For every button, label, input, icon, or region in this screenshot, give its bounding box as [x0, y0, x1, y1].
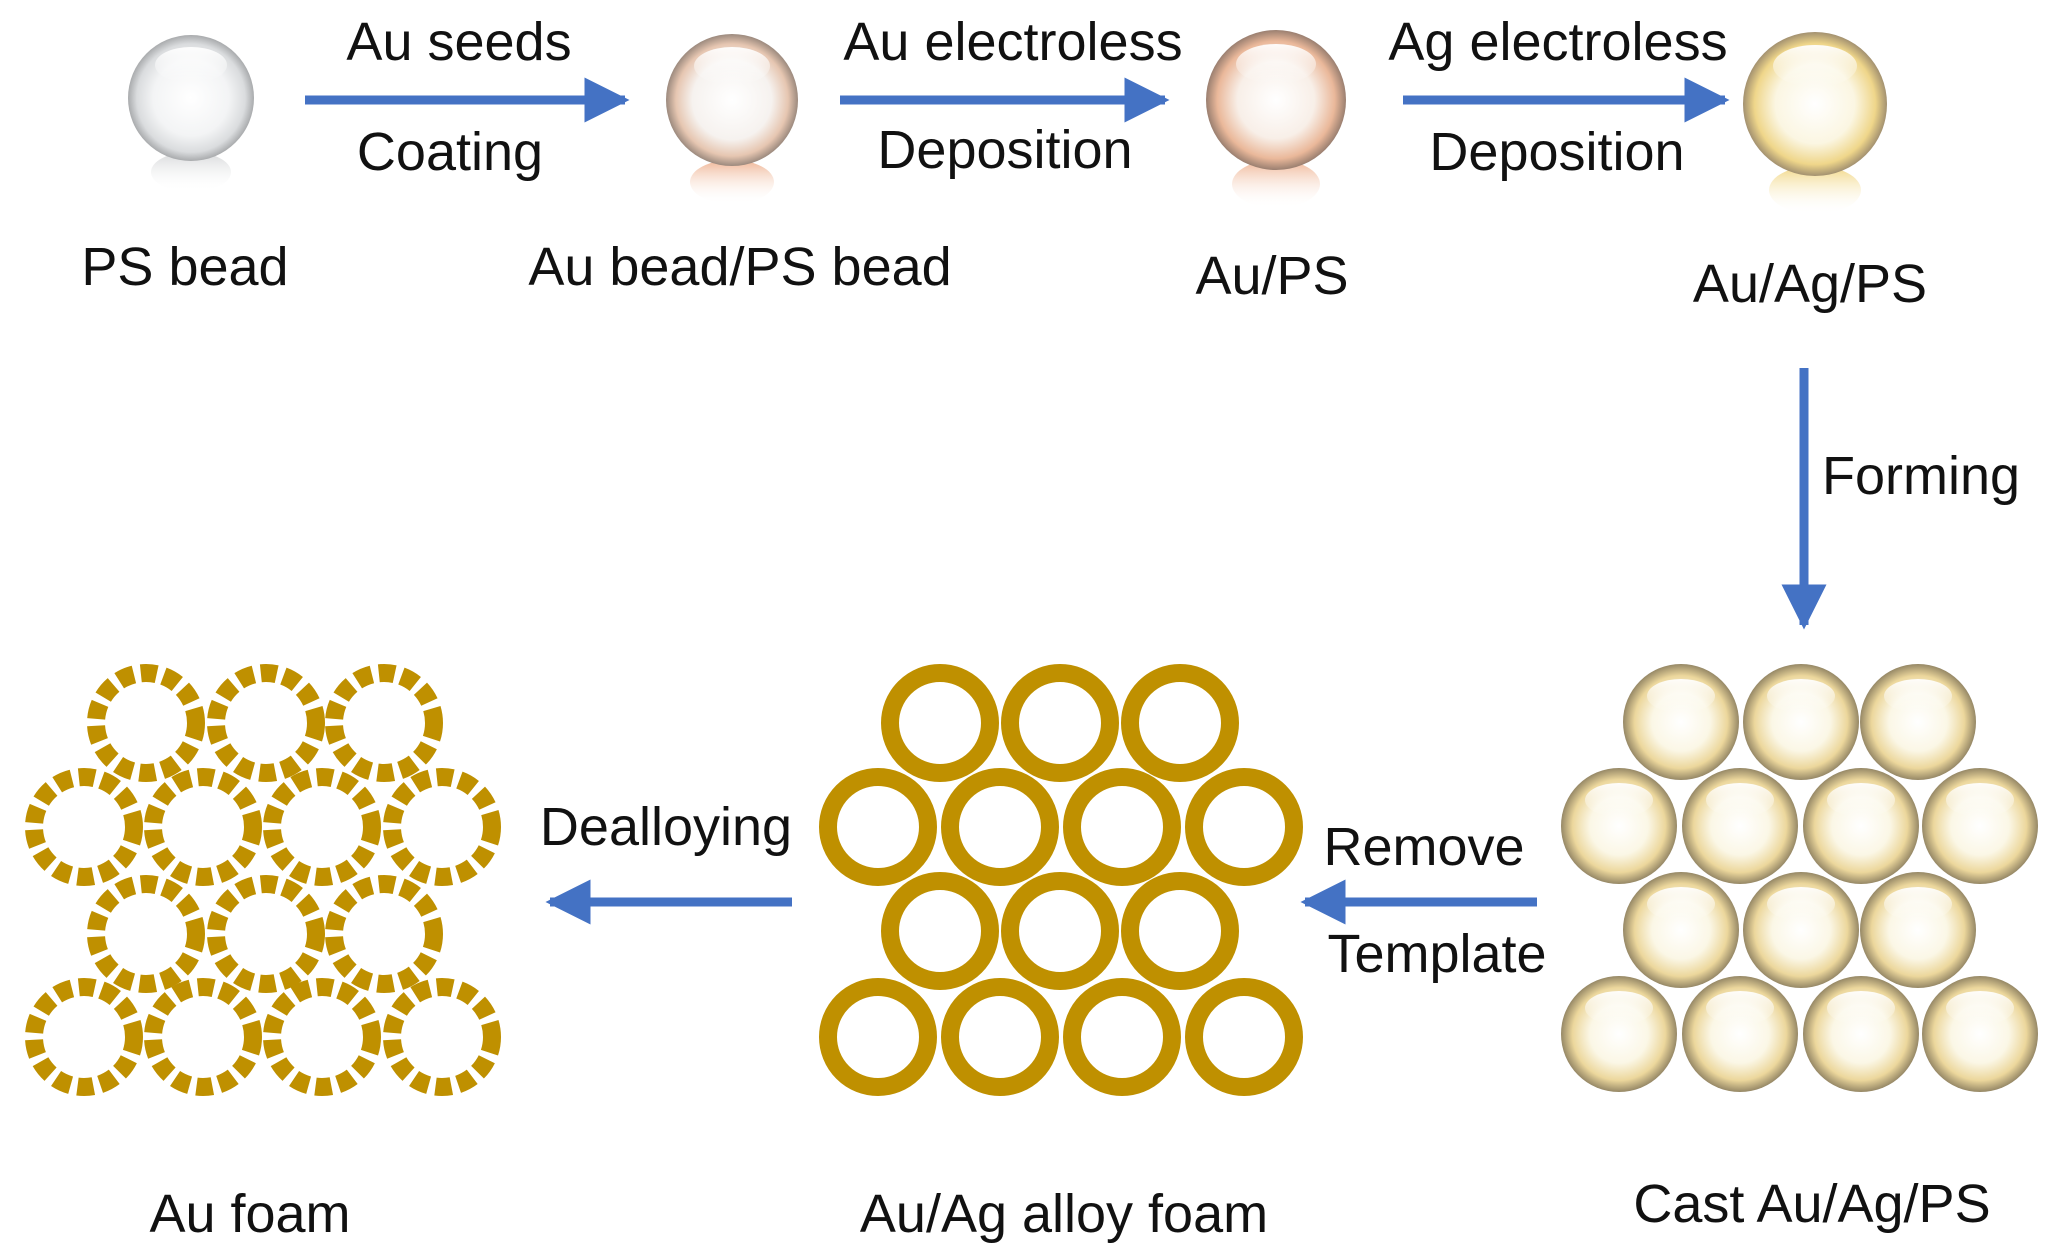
step-ag-label: Ag electroless [1388, 12, 1727, 72]
cast-bead-icon [1860, 872, 1976, 988]
ring-icon [819, 978, 937, 1096]
cast-bead-icon [1743, 872, 1859, 988]
cast-bead-icon [1623, 664, 1739, 780]
ring-icon [1185, 978, 1303, 1096]
porous-ring-icon [207, 664, 325, 782]
stage-alloy-foam-label: Au/Ag alloy foam [860, 1184, 1268, 1244]
cast-bead-icon [1561, 768, 1677, 884]
cast-bead-icon [1682, 768, 1798, 884]
au-ps-bead-icon [1206, 30, 1346, 208]
ring-icon [881, 872, 999, 990]
cast-bead-icon [1860, 664, 1976, 780]
porous-ring-icon [383, 768, 501, 886]
porous-ring-icon [325, 664, 443, 782]
au-foam-ring-array [25, 664, 501, 1096]
stage-au-ag-ps-label: Au/Ag/PS [1693, 254, 1927, 314]
ring-icon [1001, 664, 1119, 782]
step-seed-sub-label: Coating [357, 122, 543, 182]
cast-bead-icon [1803, 768, 1919, 884]
porous-ring-icon [87, 664, 205, 782]
step-au-sub-label: Deposition [877, 120, 1132, 180]
ring-icon [1063, 978, 1181, 1096]
ring-icon [941, 978, 1059, 1096]
alloy-foam-ring-array [819, 664, 1303, 1096]
porous-ring-icon [263, 978, 381, 1096]
porous-ring-icon [383, 978, 501, 1096]
step-seed-label: Au seeds [346, 12, 571, 72]
porous-ring-icon [263, 768, 381, 886]
cast-bead-icon [1922, 768, 2038, 884]
cast-bead-icon [1743, 664, 1859, 780]
porous-ring-icon [87, 875, 205, 993]
stage-au-ps-label: Au/PS [1195, 246, 1348, 306]
step-remove-label: Remove [1323, 817, 1524, 877]
stage-au-seed-bead-label: Au bead/PS bead [528, 237, 951, 297]
ring-icon [1121, 872, 1239, 990]
stage-ps-bead-label: PS bead [81, 237, 288, 297]
au-ag-ps-bead-icon [1743, 32, 1887, 214]
porous-ring-icon [144, 768, 262, 886]
cast-bead-icon [1682, 976, 1798, 1092]
step-au-label: Au electroless [843, 12, 1182, 72]
cast-bead-icon [1561, 976, 1677, 1092]
cast-bead-array [1561, 664, 2038, 1092]
ring-icon [1121, 664, 1239, 782]
cast-bead-icon [1922, 976, 2038, 1092]
porous-ring-icon [25, 768, 143, 886]
step-ag-sub-label: Deposition [1429, 122, 1684, 182]
porous-ring-icon [207, 875, 325, 993]
stage-au-foam-label: Au foam [149, 1184, 350, 1244]
step-forming-label: Forming [1822, 446, 2020, 506]
ring-icon [1185, 768, 1303, 886]
step-dealloying-label: Dealloying [540, 797, 792, 857]
ring-icon [1063, 768, 1181, 886]
step-template-label: Template [1327, 924, 1546, 984]
cast-bead-icon [1803, 976, 1919, 1092]
au-seed-bead-icon [666, 34, 798, 204]
ring-icon [941, 768, 1059, 886]
cast-bead-icon [1623, 872, 1739, 988]
ps-bead-icon [128, 35, 254, 192]
ring-icon [819, 768, 937, 886]
porous-ring-icon [144, 978, 262, 1096]
porous-ring-icon [325, 875, 443, 993]
ring-icon [881, 664, 999, 782]
ring-icon [1001, 872, 1119, 990]
porous-ring-icon [25, 978, 143, 1096]
stage-cast-label: Cast Au/Ag/PS [1633, 1174, 1990, 1234]
